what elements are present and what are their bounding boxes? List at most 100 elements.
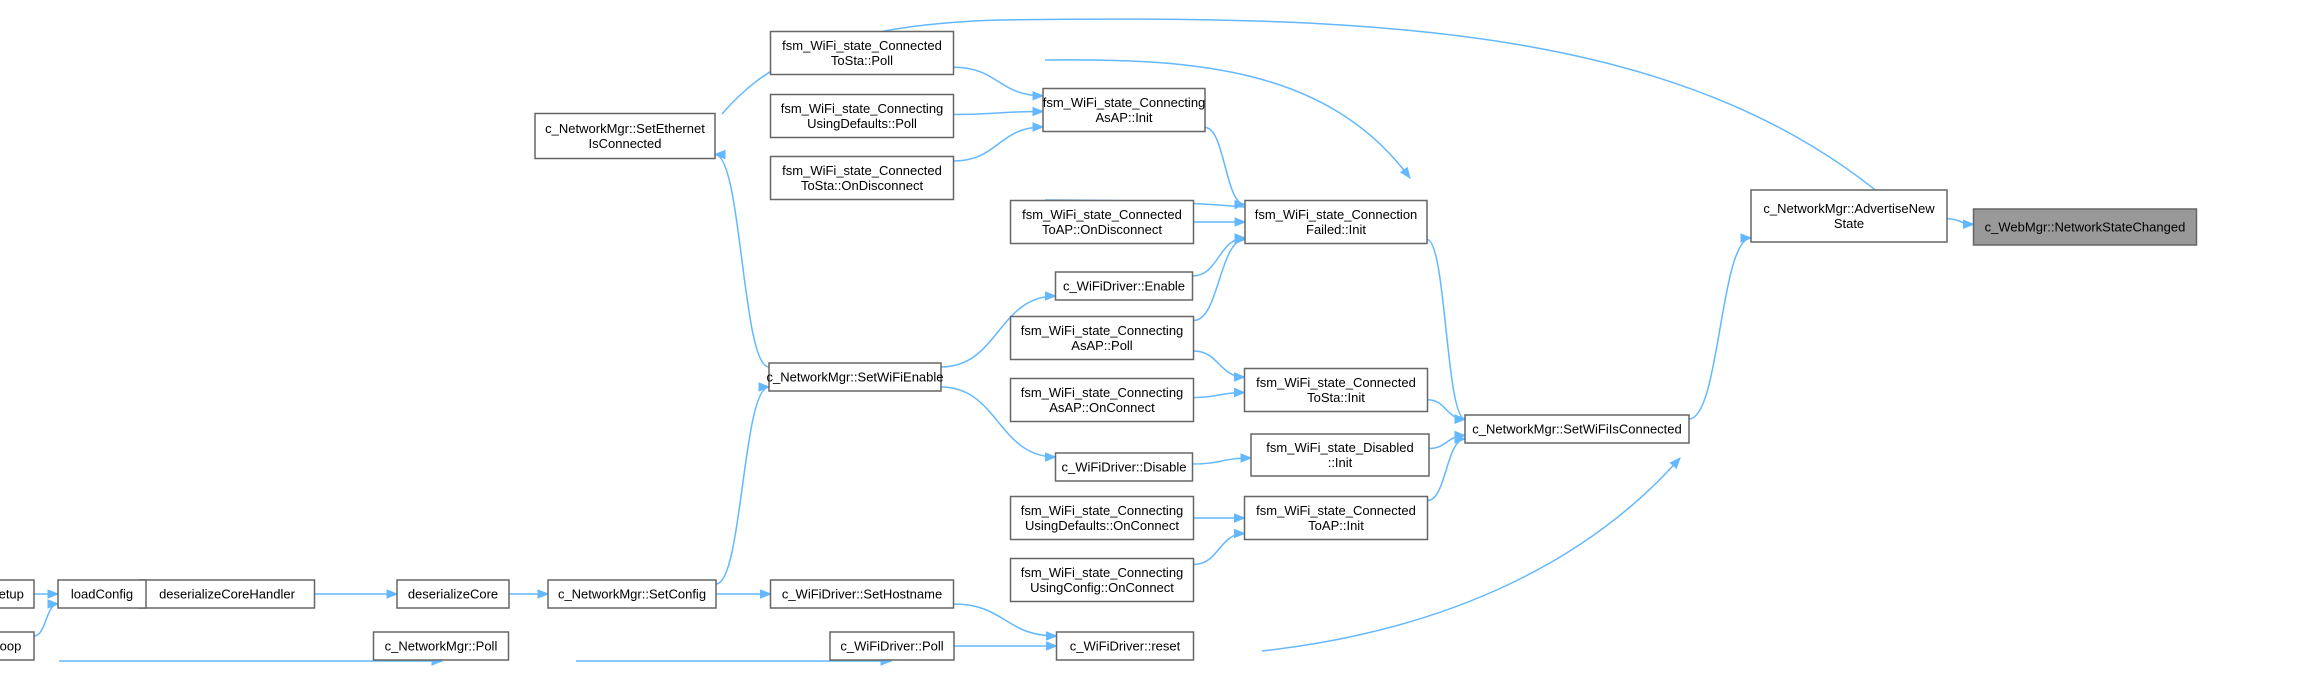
- node-box: [769, 155, 955, 201]
- edge-loop-to-loadconfig: [33, 599, 60, 637]
- node-box: [534, 112, 716, 160]
- node-connap-ondisc[interactable]: fsm_WiFi_state_ConnectedToAP::OnDisconne…: [1009, 199, 1195, 245]
- node-box: [1054, 452, 1194, 482]
- node-box: [829, 631, 955, 661]
- node-box: [0, 631, 35, 661]
- node-connecting-def-onconn[interactable]: fsm_WiFi_state_ConnectingUsingDefaults::…: [1009, 495, 1195, 541]
- node-label: fsm_WiFi_state_Connecting: [1043, 95, 1206, 110]
- node-wifidriver-poll[interactable]: c_WiFiDriver::Poll: [829, 631, 955, 661]
- node-label: fsm_WiFi_state_Connection: [1255, 207, 1418, 222]
- function-nodes: c_WebMgr::NetworkStateChangedc_NetworkMg…: [0, 30, 2198, 661]
- node-label: fsm_WiFi_state_Connected: [1256, 503, 1416, 518]
- node-box: [1972, 208, 2198, 246]
- node-box: [769, 30, 955, 76]
- node-label: UsingDefaults::Poll: [807, 116, 917, 131]
- node-box: [547, 579, 717, 609]
- node-label: c_NetworkMgr::SetWiFiIsConnected: [1472, 422, 1682, 437]
- node-label: AsAP::OnConnect: [1049, 400, 1155, 415]
- node-label: c_WiFiDriver::SetHostname: [782, 587, 942, 602]
- node-label: UsingDefaults::OnConnect: [1025, 518, 1179, 533]
- node-box: [396, 579, 510, 609]
- node-box: [1250, 433, 1430, 477]
- node-box: [1055, 631, 1195, 661]
- node-setconfig[interactable]: c_NetworkMgr::SetConfig: [547, 579, 717, 609]
- node-webmgr-nsc[interactable]: c_WebMgr::NetworkStateChanged: [1972, 208, 2198, 246]
- node-label: fsm_WiFi_state_Connecting: [1021, 503, 1184, 518]
- node-connecting-def-poll[interactable]: fsm_WiFi_state_ConnectingUsingDefaults::…: [769, 93, 955, 139]
- node-box: [1009, 377, 1195, 423]
- node-wifidriver-enable[interactable]: c_WiFiDriver::Enable: [1054, 271, 1194, 301]
- node-label: IsConnected: [589, 136, 662, 151]
- node-wifidriver-disable[interactable]: c_WiFiDriver::Disable: [1054, 452, 1194, 482]
- node-label: ToAP::OnDisconnect: [1042, 222, 1162, 237]
- node-setwifi-conn[interactable]: c_NetworkMgr::SetWiFiIsConnected: [1464, 414, 1690, 444]
- edge-advertise-to-webmgr_nsc: [1946, 218, 1975, 229]
- node-box: [1464, 414, 1690, 444]
- node-label: c_NetworkMgr::SetWiFiEnable: [767, 370, 944, 385]
- node-label: fsm_WiFi_state_Disabled: [1266, 440, 1413, 455]
- edge-deserializehandler-to-deserializecore: [314, 589, 399, 599]
- node-setwifienable[interactable]: c_NetworkMgr::SetWiFiEnable: [767, 362, 944, 392]
- edge-connecting_cfg_onconn-to-connap_init: [1193, 528, 1246, 566]
- node-deserializecore[interactable]: deserializeCore: [396, 579, 510, 609]
- node-box: [1009, 315, 1195, 361]
- node-box: [1243, 495, 1429, 541]
- node-box: [1243, 367, 1429, 413]
- edge-setwifienable-to-setether: [713, 149, 770, 368]
- edge-setup-to-loadconfig: [34, 589, 60, 599]
- node-box: [769, 579, 955, 609]
- node-loop[interactable]: loop: [0, 631, 35, 661]
- node-connsta-ondisc[interactable]: fsm_WiFi_state_ConnectedToSta::OnDisconn…: [769, 155, 955, 201]
- node-box: [0, 579, 35, 609]
- node-label: fsm_WiFi_state_Connected: [1022, 207, 1182, 222]
- node-label: fsm_WiFi_state_Connecting: [781, 101, 944, 116]
- node-wifidriver-sethost[interactable]: c_WiFiDriver::SetHostname: [769, 579, 955, 609]
- node-label: fsm_WiFi_state_Connected: [782, 38, 942, 53]
- edge-connfailed_init-to-setwifi_conn: [1426, 238, 1467, 424]
- edge-connecting_asap_onconn-to-connsta_init: [1193, 387, 1246, 399]
- edge-setwifienable-to-wifidriver_enable: [940, 291, 1057, 368]
- node-label: c_NetworkMgr::AdvertiseNew: [1763, 201, 1935, 216]
- node-label: c_WiFiDriver::Enable: [1063, 279, 1185, 294]
- node-box: [1009, 199, 1195, 245]
- node-box: [1054, 271, 1194, 301]
- node-networkmgr-poll[interactable]: c_NetworkMgr::Poll: [372, 631, 510, 661]
- edge-connsta_init-to-setwifi_conn: [1427, 399, 1467, 424]
- node-setup[interactable]: setup: [0, 579, 35, 609]
- node-label: AsAP::Init: [1095, 110, 1152, 125]
- node-box: [1042, 87, 1206, 133]
- node-loadconfig[interactable]: loadConfig: [57, 579, 147, 609]
- node-box: [1009, 557, 1195, 603]
- node-label: c_WiFiDriver::reset: [1070, 639, 1181, 654]
- node-box: [768, 362, 942, 392]
- node-label: ::Init: [1328, 455, 1353, 470]
- edge-setconfig-to-wifidriver_sethost: [716, 589, 772, 599]
- node-disabled-init[interactable]: fsm_WiFi_state_Disabled::Init: [1250, 433, 1430, 477]
- node-box: [372, 631, 510, 661]
- edge-connap_init-to-setwifi_conn: [1427, 434, 1467, 502]
- node-box: [57, 579, 147, 609]
- edge-wifidriver_poll-to-wifidriver_reset: [954, 641, 1058, 651]
- node-connecting-cfg-onconn[interactable]: fsm_WiFi_state_ConnectingUsingConfig::On…: [1009, 557, 1195, 603]
- node-label: fsm_WiFi_state_Connecting: [1021, 385, 1184, 400]
- edge-setwifi_conn-to-advertise: [1688, 233, 1753, 420]
- node-label: ToSta::Init: [1307, 390, 1365, 405]
- node-label: Failed::Init: [1306, 222, 1366, 237]
- node-deserializehandler[interactable]: deserializeCoreHandler: [138, 579, 316, 609]
- node-wifidriver-reset[interactable]: c_WiFiDriver::reset: [1055, 631, 1195, 661]
- node-label: fsm_WiFi_state_Connecting: [1021, 565, 1184, 580]
- node-label: AsAP::Poll: [1071, 338, 1133, 353]
- edge-connap_ondisc-to-connfailed_init: [1193, 217, 1247, 227]
- node-label: c_NetworkMgr::Poll: [385, 639, 498, 654]
- node-label: deserializeCore: [408, 587, 498, 602]
- node-label: State: [1834, 216, 1864, 231]
